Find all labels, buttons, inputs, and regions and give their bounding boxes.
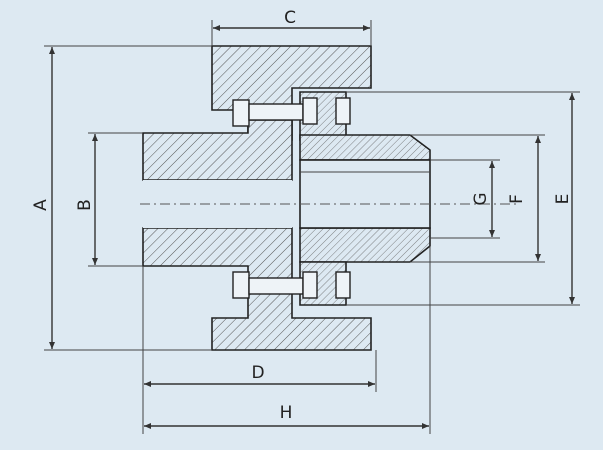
label-a: A <box>31 199 51 211</box>
upper-bolt <box>232 97 351 127</box>
label-b: B <box>75 199 95 211</box>
dimension-a: A <box>31 45 212 351</box>
dimension-h: H <box>142 246 431 434</box>
dimension-f: F <box>410 134 545 263</box>
label-g: G <box>471 192 491 205</box>
dimension-g: G <box>430 159 500 239</box>
dimension-c: C <box>211 8 372 46</box>
label-e: E <box>553 194 573 205</box>
label-f: F <box>507 194 527 204</box>
label-c: C <box>284 8 296 28</box>
dimension-d: D <box>142 266 377 392</box>
lower-bolt <box>232 271 351 299</box>
dimension-b: B <box>75 132 143 267</box>
dimension-e: E <box>346 91 580 306</box>
label-h: H <box>280 403 293 423</box>
label-d: D <box>251 363 264 383</box>
right-hub <box>299 91 431 306</box>
